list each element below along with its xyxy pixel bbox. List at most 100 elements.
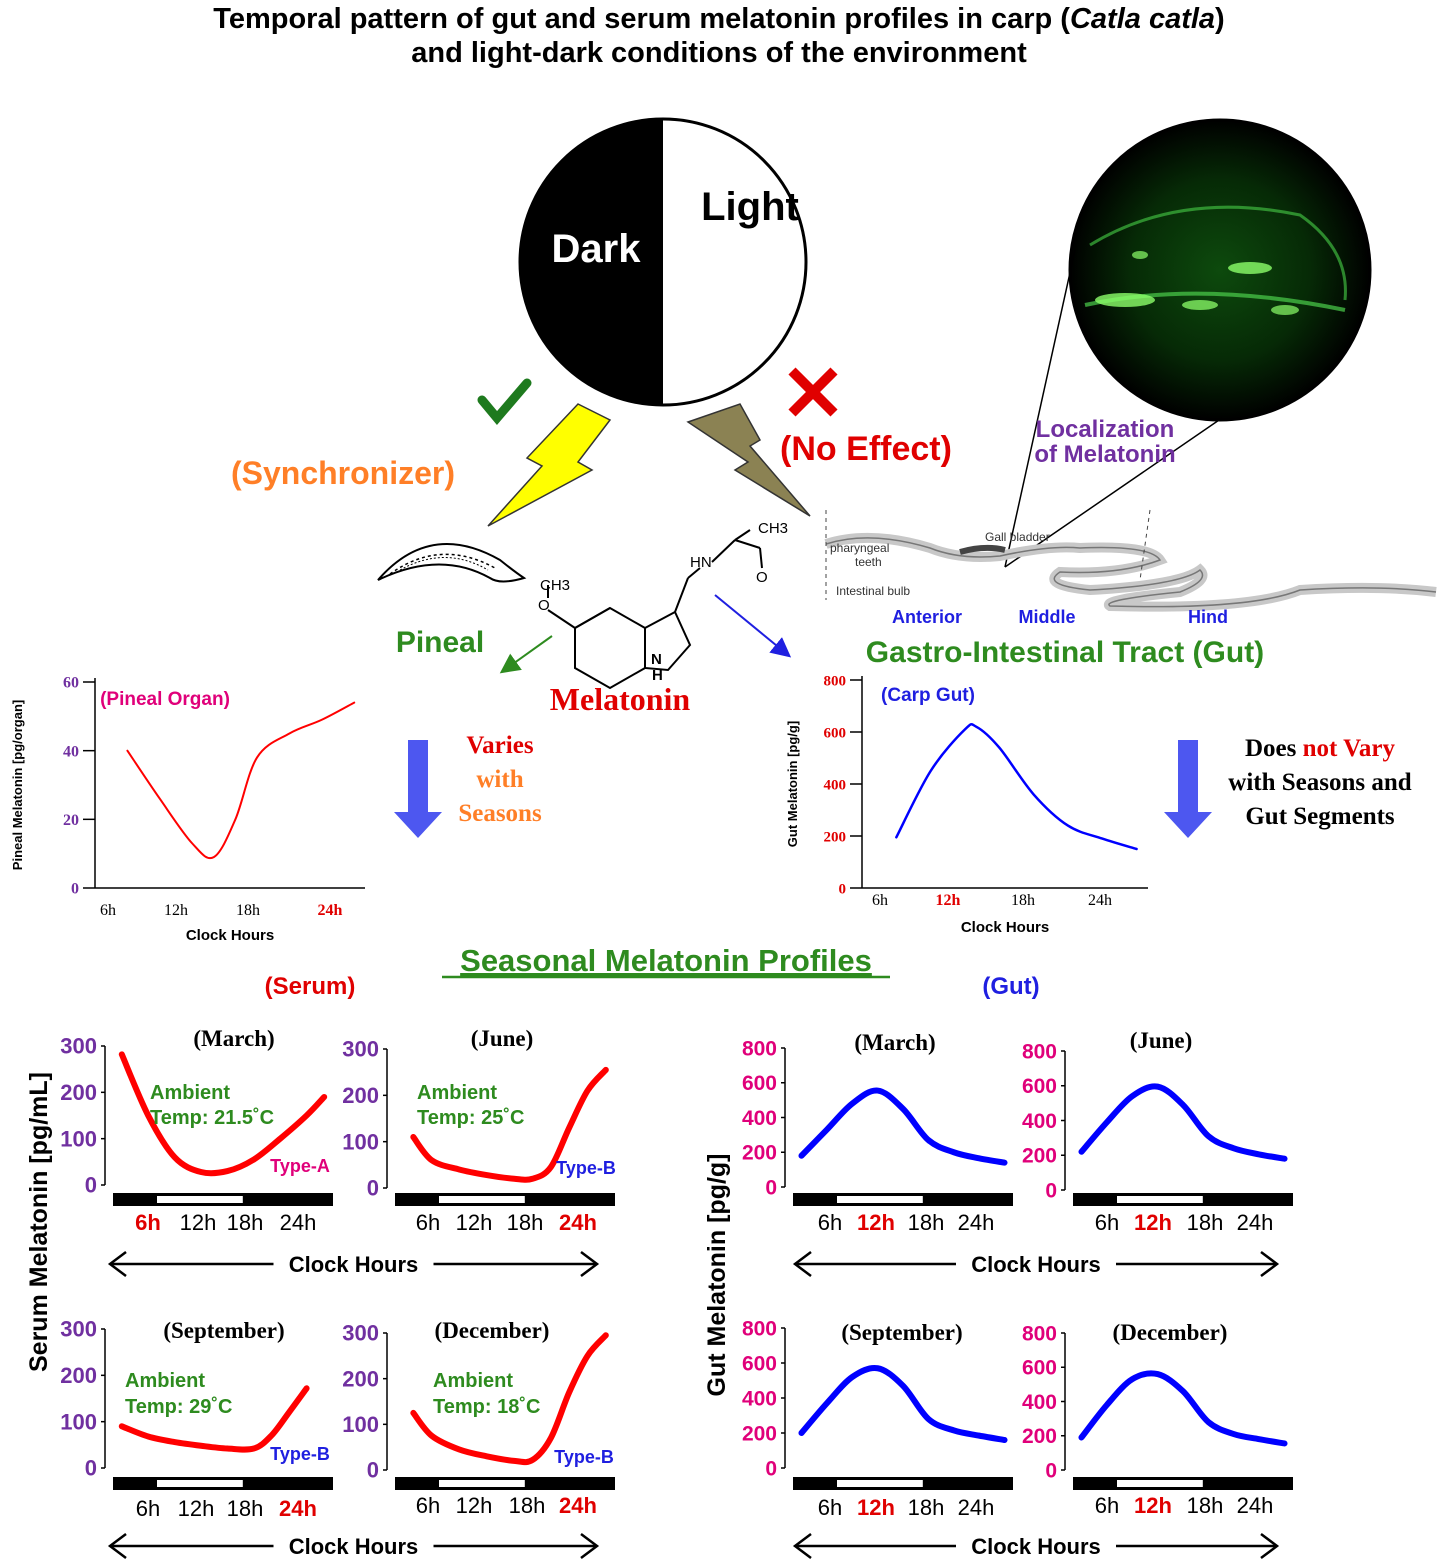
varies-label-1: Varies — [466, 732, 533, 759]
figure-title-line2: and light-dark conditions of the environ… — [411, 37, 1027, 69]
ambient-label: Ambient — [433, 1370, 513, 1392]
x-tick-label: 6h — [100, 902, 116, 919]
y-tick-label: 300 — [60, 1034, 97, 1059]
temperature-label: Temp: 18˚C — [433, 1395, 540, 1418]
gi-tract-label: Gastro-Intestinal Tract (Gut) — [866, 636, 1264, 669]
light-phase-bar — [1117, 1196, 1203, 1203]
clock-hours-label: Clock Hours — [971, 1252, 1101, 1277]
y-tick-label: 200 — [342, 1366, 379, 1391]
x-tick-label: 12h — [1134, 1493, 1172, 1518]
x-tick-label: 6h — [135, 1210, 161, 1235]
y-tick-label: 0 — [765, 1457, 777, 1480]
series-line — [118, 1385, 310, 1453]
type-label: Type-B — [270, 1444, 330, 1464]
x-tick-label: 6h — [1095, 1210, 1119, 1235]
lightning-bolt-yellow-icon — [487, 403, 612, 527]
gut-heading: (Gut) — [982, 973, 1039, 1000]
x-tick-label: 6h — [416, 1210, 440, 1235]
x-axis-label: Clock Hours — [186, 927, 274, 944]
month-label: (December) — [435, 1318, 550, 1343]
y-tick-label: 0 — [85, 1173, 97, 1198]
y-tick-label: 800 — [742, 1037, 777, 1060]
y-tick-label: 0 — [839, 881, 847, 897]
zoom-line-lower — [1004, 417, 1223, 568]
y-tick-label: 60 — [63, 675, 79, 692]
series-line — [126, 701, 356, 860]
series-line — [895, 722, 1138, 851]
y-tick-label: 300 — [342, 1321, 379, 1346]
y-tick-label: 40 — [63, 743, 79, 760]
methoxy-o-label: O — [538, 597, 550, 614]
month-label: (June) — [471, 1026, 534, 1051]
x-tick-label: 18h — [1187, 1493, 1224, 1518]
y-axis-label: Pineal Melatonin [pg/organ] — [10, 700, 25, 870]
x-tick-label: 18h — [507, 1210, 544, 1235]
no-effect-label: (No Effect) — [780, 430, 952, 468]
dark-label: Dark — [552, 227, 642, 271]
x-tick-label: 6h — [136, 1496, 160, 1521]
x-tick-label: 12h — [164, 902, 188, 919]
light-phase-bar — [1117, 1480, 1203, 1487]
section-title: Seasonal Melatonin Profiles — [460, 943, 872, 978]
ch3-top-label: CH3 — [758, 520, 788, 537]
not-vary-label-2: with Seasons and — [1228, 769, 1411, 796]
y-tick-label: 0 — [1045, 1459, 1057, 1482]
arrow-right-icon — [1260, 1251, 1280, 1277]
x-tick-label: 6h — [416, 1493, 440, 1518]
series-line — [410, 1066, 609, 1183]
light-label: Light — [701, 185, 799, 229]
x-tick-label: 12h — [857, 1210, 895, 1235]
month-label: (March) — [854, 1030, 935, 1055]
serum-heading: (Serum) — [265, 973, 356, 1000]
pineal-label: Pineal — [396, 626, 484, 659]
y-tick-label: 400 — [1022, 1391, 1057, 1414]
checkmark-icon — [477, 378, 532, 425]
x-tick-label: 18h — [1011, 892, 1035, 909]
arrow-right-icon — [1260, 1533, 1280, 1559]
middle-label: Middle — [1019, 607, 1076, 627]
clock-hours-label: Clock Hours — [971, 1534, 1101, 1559]
x-tick-label: 6h — [872, 892, 888, 909]
cross-icon — [788, 367, 838, 417]
down-arrow-left-icon — [394, 740, 442, 838]
y-tick-label: 600 — [742, 1352, 777, 1375]
melatonin-molecule — [547, 529, 763, 690]
x-tick-label: 18h — [236, 902, 260, 919]
ambient-label: Ambient — [150, 1082, 230, 1104]
pharyngeal-label-2: teeth — [855, 555, 882, 569]
melatonin-label: Melatonin — [550, 681, 691, 717]
varies-label-3: Seasons — [458, 800, 542, 827]
y-tick-label: 400 — [742, 1107, 777, 1130]
y-tick-label: 200 — [60, 1080, 97, 1105]
month-label: (September) — [841, 1320, 962, 1345]
clock-hours-axis: Clock Hours — [107, 1533, 600, 1559]
arrow-right-icon — [580, 1251, 600, 1277]
temperature-label: Temp: 25˚C — [417, 1106, 524, 1129]
x-tick-label: 6h — [1095, 1493, 1119, 1518]
clock-hours-axis: Clock Hours — [792, 1251, 1280, 1277]
x-tick-label: 24h — [958, 1495, 995, 1520]
pharyngeal-label-1: pharyngeal — [830, 541, 889, 555]
x-tick-label: 24h — [1237, 1210, 1274, 1235]
x-tick-label: 18h — [509, 1493, 546, 1518]
y-tick-label: 200 — [1022, 1425, 1057, 1448]
series-line — [410, 1332, 609, 1466]
y-tick-label: 200 — [742, 1142, 777, 1165]
light-phase-bar — [157, 1480, 243, 1487]
indole-n-label: N — [651, 651, 662, 668]
y-tick-label: 600 — [1022, 1075, 1057, 1098]
x-tick-label: 24h — [279, 1496, 317, 1521]
y-tick-label: 200 — [60, 1363, 97, 1388]
y-tick-label: 200 — [824, 829, 847, 845]
series-line — [118, 1051, 328, 1177]
y-tick-label: 200 — [742, 1422, 777, 1445]
clock-hours-axis: Clock Hours — [792, 1533, 1280, 1559]
varies-label-2: with — [476, 766, 523, 793]
